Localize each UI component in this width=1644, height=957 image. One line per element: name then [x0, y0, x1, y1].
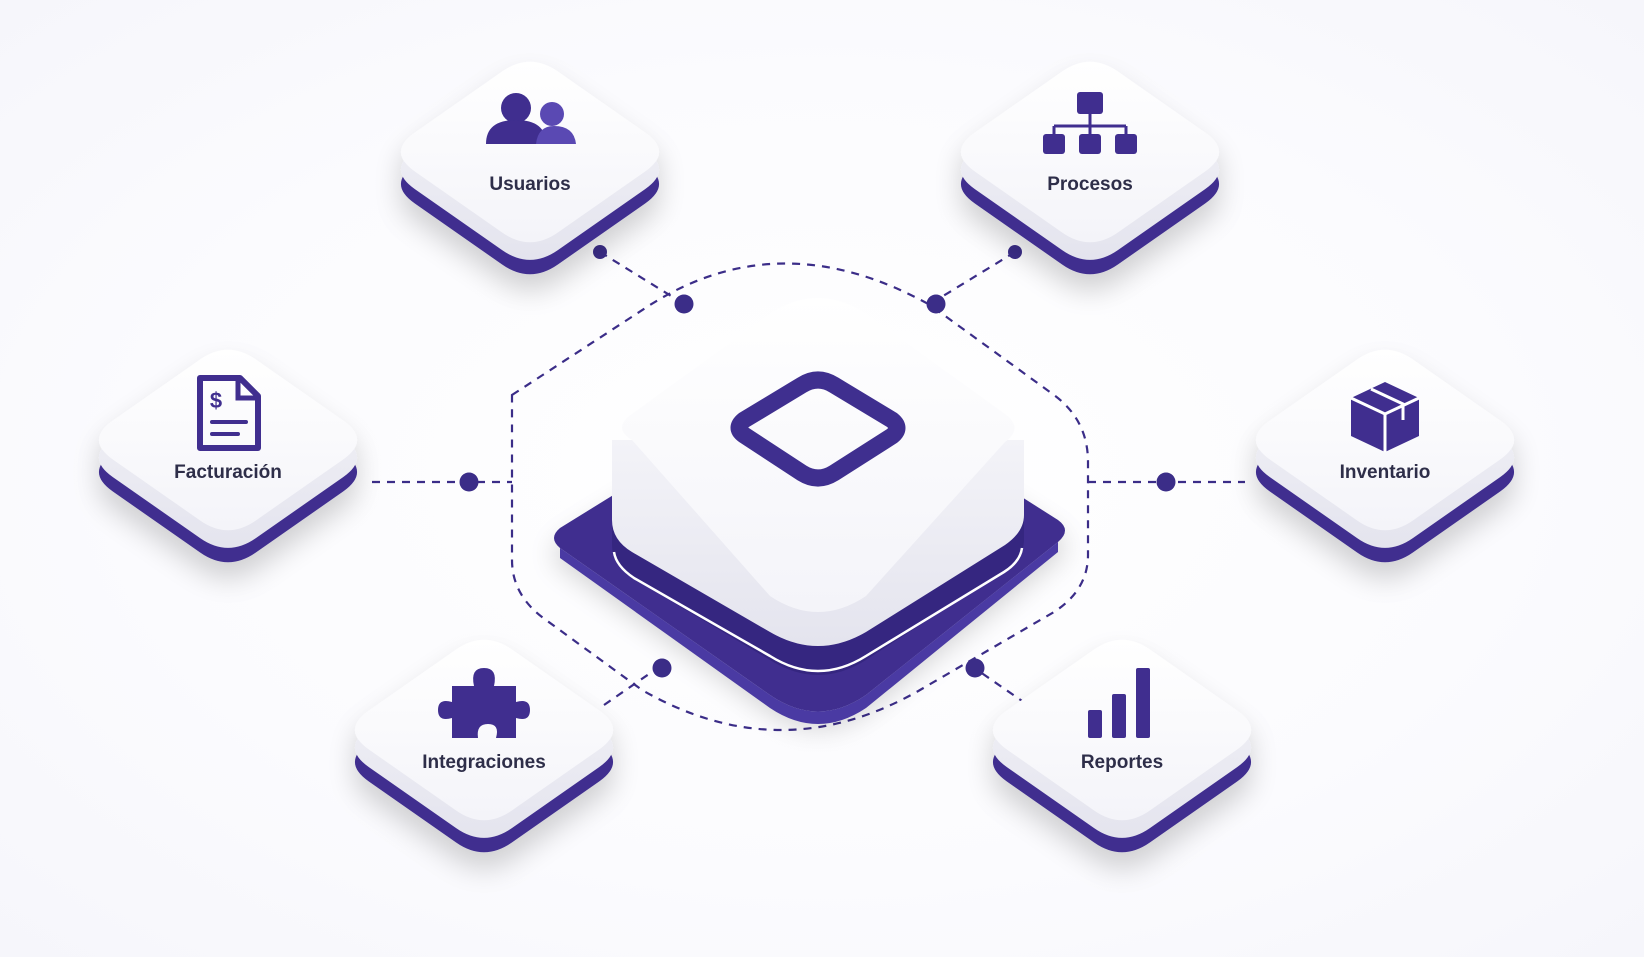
connector-reportes	[969, 664, 1026, 704]
connector-nodes	[459, 245, 1176, 678]
invoice-icon: $	[197, 375, 261, 451]
node-dot	[965, 658, 985, 678]
rounded-square-outline-icon	[730, 371, 906, 487]
module-label-reportes: Reportes	[1081, 752, 1163, 773]
connector-usuarios	[599, 251, 685, 305]
node-dot	[593, 245, 607, 259]
connector-integraciones	[603, 664, 663, 706]
node-dot	[459, 472, 479, 492]
node-dot	[1156, 472, 1176, 492]
module-tiles: Usuarios Procesos $ Facturación InventarioIn…	[98, 61, 1515, 853]
svg-text:$: $	[210, 388, 222, 413]
module-tile-facturacion[interactable]: $ Facturación	[98, 349, 358, 563]
connector-procesos	[929, 251, 1016, 305]
module-tile-reportes[interactable]: Reportes	[992, 639, 1252, 853]
users-icon	[486, 93, 576, 144]
module-label-integraciones: Integraciones	[422, 752, 546, 773]
module-tile-procesos[interactable]: Procesos	[960, 61, 1220, 275]
center-hub[interactable]	[554, 298, 1065, 724]
node-dot	[926, 294, 946, 314]
box-icon	[1350, 382, 1420, 452]
module-label-inventario: Inventario	[1340, 462, 1431, 483]
node-dot	[1008, 245, 1022, 259]
node-dot	[652, 658, 672, 678]
module-tile-inventario[interactable]: Inventario	[1255, 349, 1515, 563]
module-label-facturacion: Facturación	[174, 462, 282, 483]
module-label-usuarios: Usuarios	[489, 174, 570, 195]
node-dot	[674, 294, 694, 314]
org-chart-icon	[1043, 92, 1137, 154]
tile-face	[400, 61, 660, 243]
bar-chart-icon	[1088, 668, 1150, 738]
tile-face	[98, 349, 358, 531]
module-label-procesos: Procesos	[1047, 174, 1133, 195]
module-tile-integraciones[interactable]: Integraciones	[354, 639, 614, 853]
puzzle-icon	[438, 668, 530, 738]
tile-face	[354, 639, 614, 821]
module-tile-usuarios[interactable]: Usuarios	[400, 61, 660, 275]
